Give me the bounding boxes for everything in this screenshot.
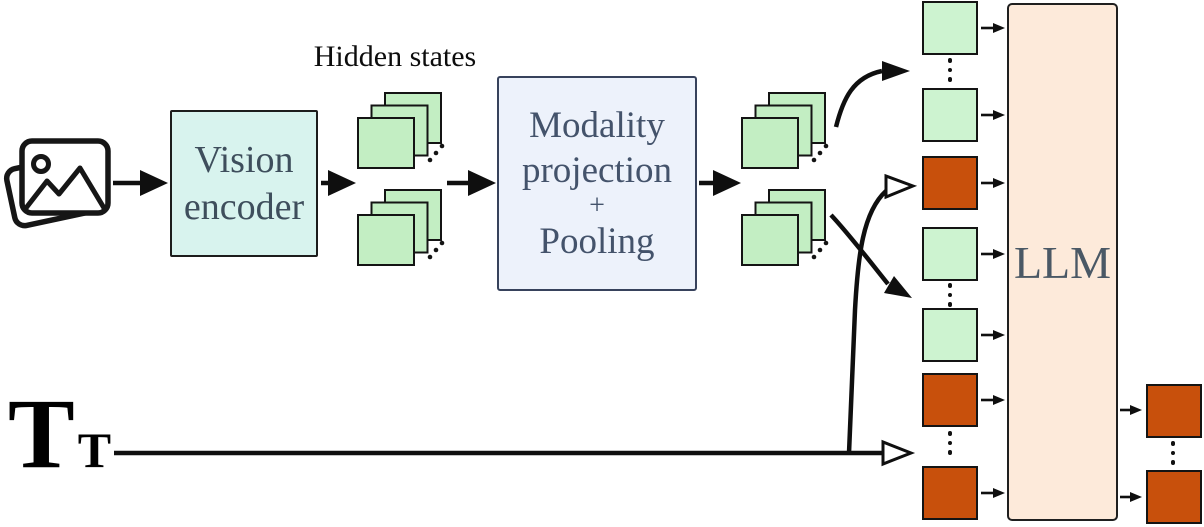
dot xyxy=(1170,450,1176,455)
hidden-states-stack-bottom xyxy=(357,189,445,266)
ellipsis-dots xyxy=(941,58,959,82)
arrow-vision-to-hidden xyxy=(321,170,356,196)
dot xyxy=(1170,460,1176,465)
dot xyxy=(947,283,953,288)
vision-encoder-label-line1: Vision xyxy=(194,139,294,182)
text-token xyxy=(1146,384,1202,438)
image-token xyxy=(922,308,978,362)
text-input-T: T xyxy=(8,378,75,489)
ellipsis-dots xyxy=(1164,441,1182,465)
ellipsis-dots xyxy=(941,431,959,455)
text-input-symbol: T T xyxy=(8,384,111,484)
vision-encoder-box: Vision encoder xyxy=(170,110,318,257)
text-token xyxy=(922,466,978,520)
dot xyxy=(947,77,953,82)
curve-arrow-bottom-stack-to-tokens xyxy=(829,213,912,298)
projected-features-stack-top xyxy=(741,92,829,169)
image-token xyxy=(922,88,978,142)
images-icon xyxy=(3,138,111,229)
text-branch-arrow xyxy=(846,173,918,454)
dot xyxy=(947,440,953,445)
text-token xyxy=(922,373,978,427)
ellipsis-dots xyxy=(941,283,959,307)
llm-box: LLM xyxy=(1007,3,1118,521)
text-input-T-subscript: T xyxy=(77,422,112,478)
arrow-image-to-vision xyxy=(113,170,168,196)
dot xyxy=(947,450,953,455)
arrow-modality-to-projected xyxy=(699,170,741,196)
dot xyxy=(947,58,953,63)
image-token xyxy=(922,1,978,55)
projected-features-stack-bottom xyxy=(741,189,829,266)
modality-label-line2: projection xyxy=(521,150,672,192)
token-to-llm-arrows xyxy=(981,23,1005,498)
dot xyxy=(947,302,953,307)
text-token xyxy=(1146,470,1202,524)
dot xyxy=(947,431,953,436)
llm-to-output-arrows xyxy=(1120,405,1142,502)
modality-label-line3: Pooling xyxy=(539,220,655,262)
hidden-states-stack-top xyxy=(357,92,445,169)
curve-arrow-top-stack-to-tokens xyxy=(833,61,910,128)
text-token xyxy=(922,156,978,210)
vision-encoder-label-line2: encoder xyxy=(183,185,305,228)
arrow-hidden-to-modality xyxy=(447,170,496,196)
plus-sign: + xyxy=(589,190,605,222)
dot xyxy=(947,292,953,297)
image-token xyxy=(922,227,978,281)
modality-label-line1: Modality xyxy=(529,105,665,147)
text-line-arrow xyxy=(114,439,916,467)
dot xyxy=(947,67,953,72)
modality-projection-box: Modality projection + Pooling xyxy=(497,76,697,291)
hidden-states-label: Hidden states xyxy=(313,40,477,73)
dot xyxy=(1170,441,1176,446)
llm-label: LLM xyxy=(1013,236,1112,288)
